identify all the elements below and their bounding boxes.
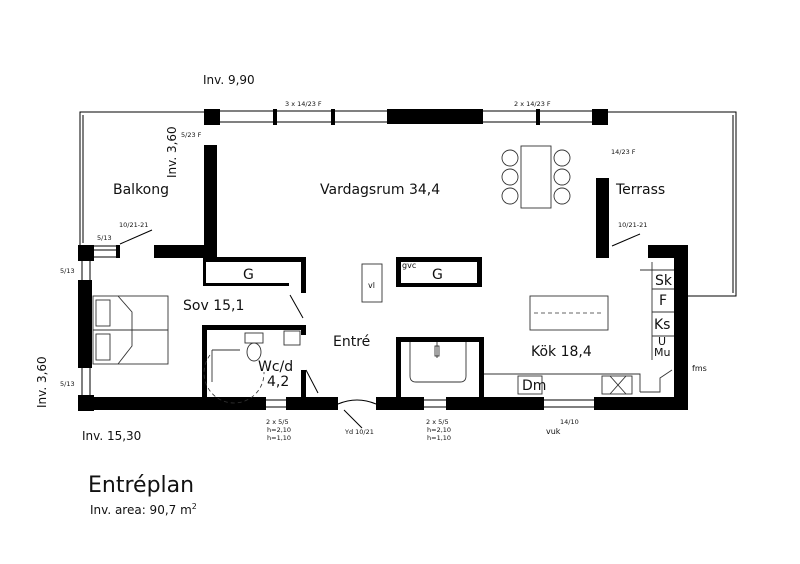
garderob-label-2: G [432, 267, 443, 283]
dimension-bottom: Inv. 15,30 [82, 429, 141, 443]
kitchen-island [529, 295, 609, 331]
room-label-vardagsrum: Vardagsrum 34,4 [320, 182, 440, 198]
area-label: Inv. area: 90,7 m2 [90, 502, 197, 517]
door-note-bottom: Yd 10/21 [344, 428, 374, 436]
window-note-bottom-2-h1: h=2,10 [427, 426, 451, 434]
fixture-f: F [659, 293, 667, 309]
fixture-ks: Ks [654, 317, 670, 333]
interior-walls [202, 257, 484, 397]
window-note-bottom-1: 2 x 5/5 [266, 418, 289, 426]
vl-label: vl [368, 281, 375, 290]
balcony-outline [79, 111, 205, 247]
shower-bench [409, 342, 467, 383]
dimension-top: Inv. 9,90 [203, 73, 255, 87]
window-note-left-top: 5/13 [97, 234, 112, 242]
entry-bench [361, 263, 383, 303]
lower-walls [78, 245, 688, 411]
upper-walls [154, 109, 609, 258]
fixture-fms: fms [692, 364, 707, 373]
fixture-vuk: vuk [546, 427, 561, 436]
dimension-left-lower: Inv. 3,60 [35, 356, 49, 408]
area-value: Inv. area: 90,7 m [90, 503, 192, 517]
window-note-left-side-bottom: 5/13 [60, 380, 75, 388]
fixture-u: U [658, 335, 666, 348]
room-label-wc: Wc/d [258, 359, 293, 375]
room-label-kok: Kök 18,4 [531, 344, 592, 360]
dining-table [501, 145, 571, 209]
double-bed [92, 295, 169, 365]
window-note-top-right: 2 x 14/23 F [514, 100, 551, 108]
fixture-mu: Mu [654, 346, 670, 359]
window-note-terrass-corner: 14/23 F [611, 148, 636, 156]
window-note-bottom-2: 2 x 5/5 [426, 418, 449, 426]
door-note-balkong: 10/21-21 [119, 221, 148, 229]
door-note-terrass: 10/21-21 [618, 221, 647, 229]
room-label-sov: Sov 15,1 [183, 298, 244, 314]
room-label-balkong: Balkong [113, 182, 169, 198]
room-label-terrass: Terrass [615, 182, 665, 198]
window-note-bottom-1-h1: h=2,10 [267, 426, 291, 434]
room-label-wc-area: 4,2 [267, 374, 289, 390]
bathroom-fixtures [203, 330, 301, 404]
window-note-bottom-2-h2: h=1,10 [427, 434, 451, 442]
plan-title: Entréplan [88, 473, 194, 498]
terrace-outline [608, 111, 737, 297]
window-note-top-mid: 3 x 14/23 F [285, 100, 322, 108]
window-note-bottom-3: 14/10 [560, 418, 579, 426]
room-label-entre: Entré [333, 334, 370, 350]
window-note-left-side-top: 5/13 [60, 267, 75, 275]
window-note-balkong-corner: 5/23 F [181, 131, 202, 139]
fixture-dm: Dm [522, 378, 546, 394]
gvc-label: gvc [402, 261, 416, 270]
dimension-left-upper: Inv. 3,60 [165, 126, 179, 178]
garderob-label-1: G [243, 267, 254, 283]
area-unit-superscript: 2 [192, 502, 197, 511]
kitchen-counter [484, 262, 674, 395]
window-note-bottom-1-h2: h=1,10 [267, 434, 291, 442]
fixture-sk: Sk [655, 273, 673, 289]
